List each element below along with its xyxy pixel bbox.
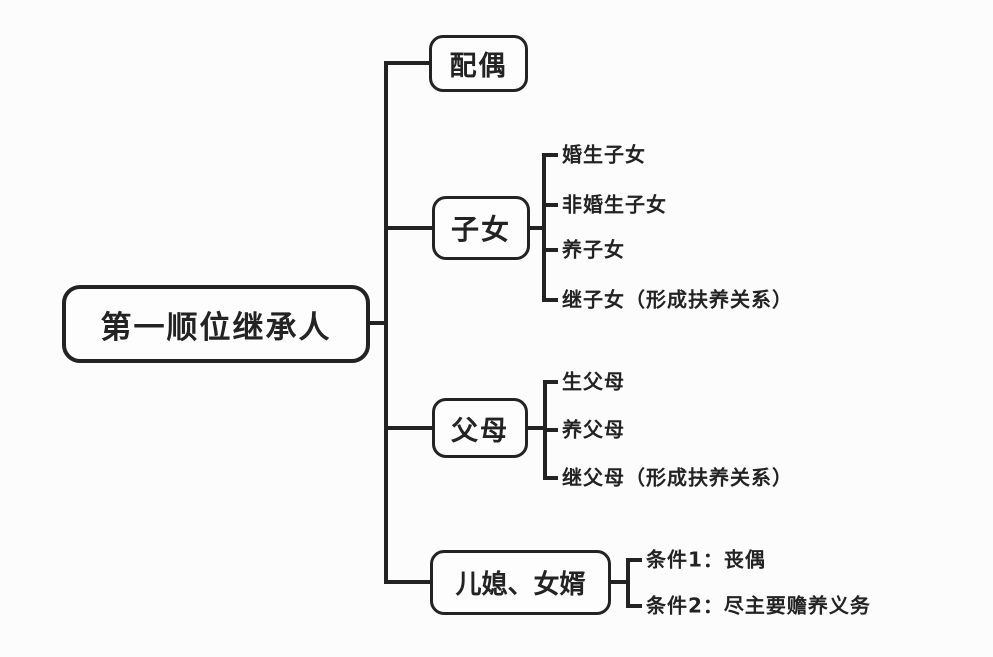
leaf-children-step: 继子女（形成扶养关系） [562, 287, 793, 312]
leaf-inlaws-condition1: 条件1：丧偶 [646, 547, 766, 572]
node-parents: 父母 [432, 398, 528, 458]
node-spouse: 配偶 [429, 35, 528, 92]
leaf-parents-step: 继父母（形成扶养关系） [562, 465, 793, 490]
node-inlaws: 儿媳、女婿 [430, 550, 611, 615]
children-bracket [530, 153, 558, 302]
leaf-parents-biological: 生父母 [562, 369, 625, 394]
leaf-inlaws-condition2: 条件2：尽主要赡养义务 [646, 593, 871, 618]
parents-bracket [528, 380, 558, 480]
leaf-parents-adoptive: 养父母 [562, 417, 625, 442]
node-root: 第一顺位继承人 [62, 285, 370, 363]
leaf-children-marital: 婚生子女 [562, 142, 646, 167]
node-children: 子女 [432, 196, 530, 260]
inlaws-bracket [611, 558, 642, 608]
leaf-children-nonmarital: 非婚生子女 [562, 192, 667, 217]
trunk-connector [370, 61, 434, 584]
leaf-children-adopted: 养子女 [562, 237, 625, 262]
